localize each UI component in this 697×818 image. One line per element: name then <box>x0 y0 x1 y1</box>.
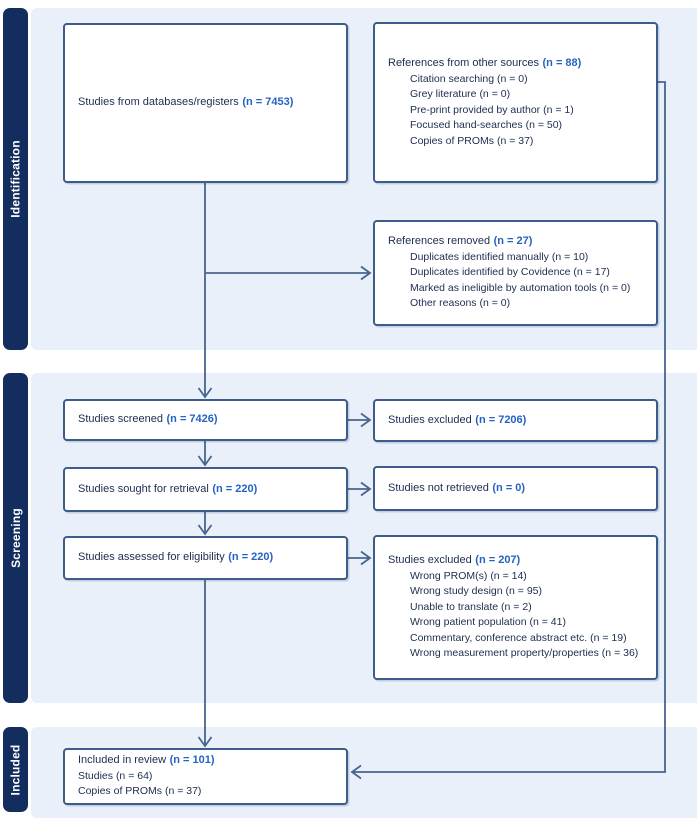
count-value: (n = 27) <box>493 235 533 248</box>
box-studies-sought-retrieval: Studies sought for retrieval(n = 220) <box>63 467 348 512</box>
box-title: Studies excluded(n = 207) <box>388 554 521 567</box>
stage-label-screening: Screening <box>3 373 28 703</box>
stage-label-included: Included <box>3 727 28 812</box>
box-title: Studies assessed for eligibility(n = 220… <box>78 551 274 564</box>
list-item: Focused hand-searches (n = 50) <box>410 119 563 131</box>
box-title: References removed(n = 27) <box>388 235 533 248</box>
list-item: Wrong patient population (n = 41) <box>410 616 566 629</box>
count-value: (n = 88) <box>542 57 582 69</box>
box-studies-excluded-screening: Studies excluded(n = 7206) <box>373 399 658 442</box>
list-item: Other reasons (n = 0) <box>410 297 511 310</box>
box-studies-assessed-eligibility: Studies assessed for eligibility(n = 220… <box>63 536 348 580</box>
list-item: Wrong PROM(s) (n = 14) <box>410 569 527 582</box>
stage-label-text: Identification <box>8 140 23 218</box>
count-value: (n = 7206) <box>475 413 527 426</box>
box-title: Studies screened(n = 7426) <box>78 413 218 426</box>
list-item: Wrong study design (n = 95) <box>410 585 543 598</box>
list-item: Grey literature (n = 0) <box>410 88 511 100</box>
list-item: Duplicates identified by Covidence (n = … <box>410 266 610 279</box>
box-included-in-review: Included in review(n = 101) Studies (n =… <box>63 748 348 805</box>
list-item: Copies of PROMs (n = 37) <box>410 134 534 147</box>
box-title: Studies excluded(n = 7206) <box>388 413 527 426</box>
box-title: Studies from databases/registers(n = 745… <box>78 96 294 109</box>
box-studies-not-retrieved: Studies not retrieved(n = 0) <box>373 466 658 511</box>
list-item: Marked as ineligible by automation tools… <box>410 281 631 294</box>
box-title: Included in review(n = 101) <box>78 754 215 767</box>
list-item: Copies of PROMs (n = 37) <box>78 785 202 798</box>
count-value: (n = 207) <box>475 554 521 567</box>
box-title: Studies not retrieved(n = 0) <box>388 481 526 494</box>
list-item: Commentary, conference abstract etc. (n … <box>410 631 627 644</box>
count-value: (n = 220) <box>228 551 274 564</box>
list-item: Duplicates identified manually (n = 10) <box>410 250 589 263</box>
list-item: Studies (n = 64) <box>78 769 153 782</box>
count-value: (n = 7453) <box>242 96 294 109</box>
box-references-removed: References removed(n = 27) Duplicates id… <box>373 220 658 326</box>
stage-label-text: Included <box>8 744 23 795</box>
count-value: (n = 7426) <box>166 413 218 426</box>
stage-label-text: Screening <box>8 508 23 568</box>
box-studies-from-databases: Studies from databases/registers(n = 745… <box>63 23 348 183</box>
list-item: Unable to translate (n = 2) <box>410 600 532 613</box>
box-title: Studies sought for retrieval(n = 220) <box>78 482 258 495</box>
box-studies-excluded-eligibility: Studies excluded(n = 207) Wrong PROM(s) … <box>373 535 658 680</box>
stage-label-identification: Identification <box>3 8 28 350</box>
count-value: (n = 220) <box>212 482 258 495</box>
box-studies-screened: Studies screened(n = 7426) <box>63 399 348 441</box>
list-item: Citation searching (n = 0) <box>410 72 528 85</box>
list-item: Wrong measurement property/properties (n… <box>410 647 639 660</box>
count-value: (n = 0) <box>492 481 526 494</box>
box-title: References from other sources(n = 88) <box>388 57 582 69</box>
count-value: (n = 101) <box>169 754 215 767</box>
box-references-other-sources: References from other sources(n = 88) Ci… <box>373 22 658 183</box>
list-item: Pre-print provided by author (n = 1) <box>410 103 574 116</box>
